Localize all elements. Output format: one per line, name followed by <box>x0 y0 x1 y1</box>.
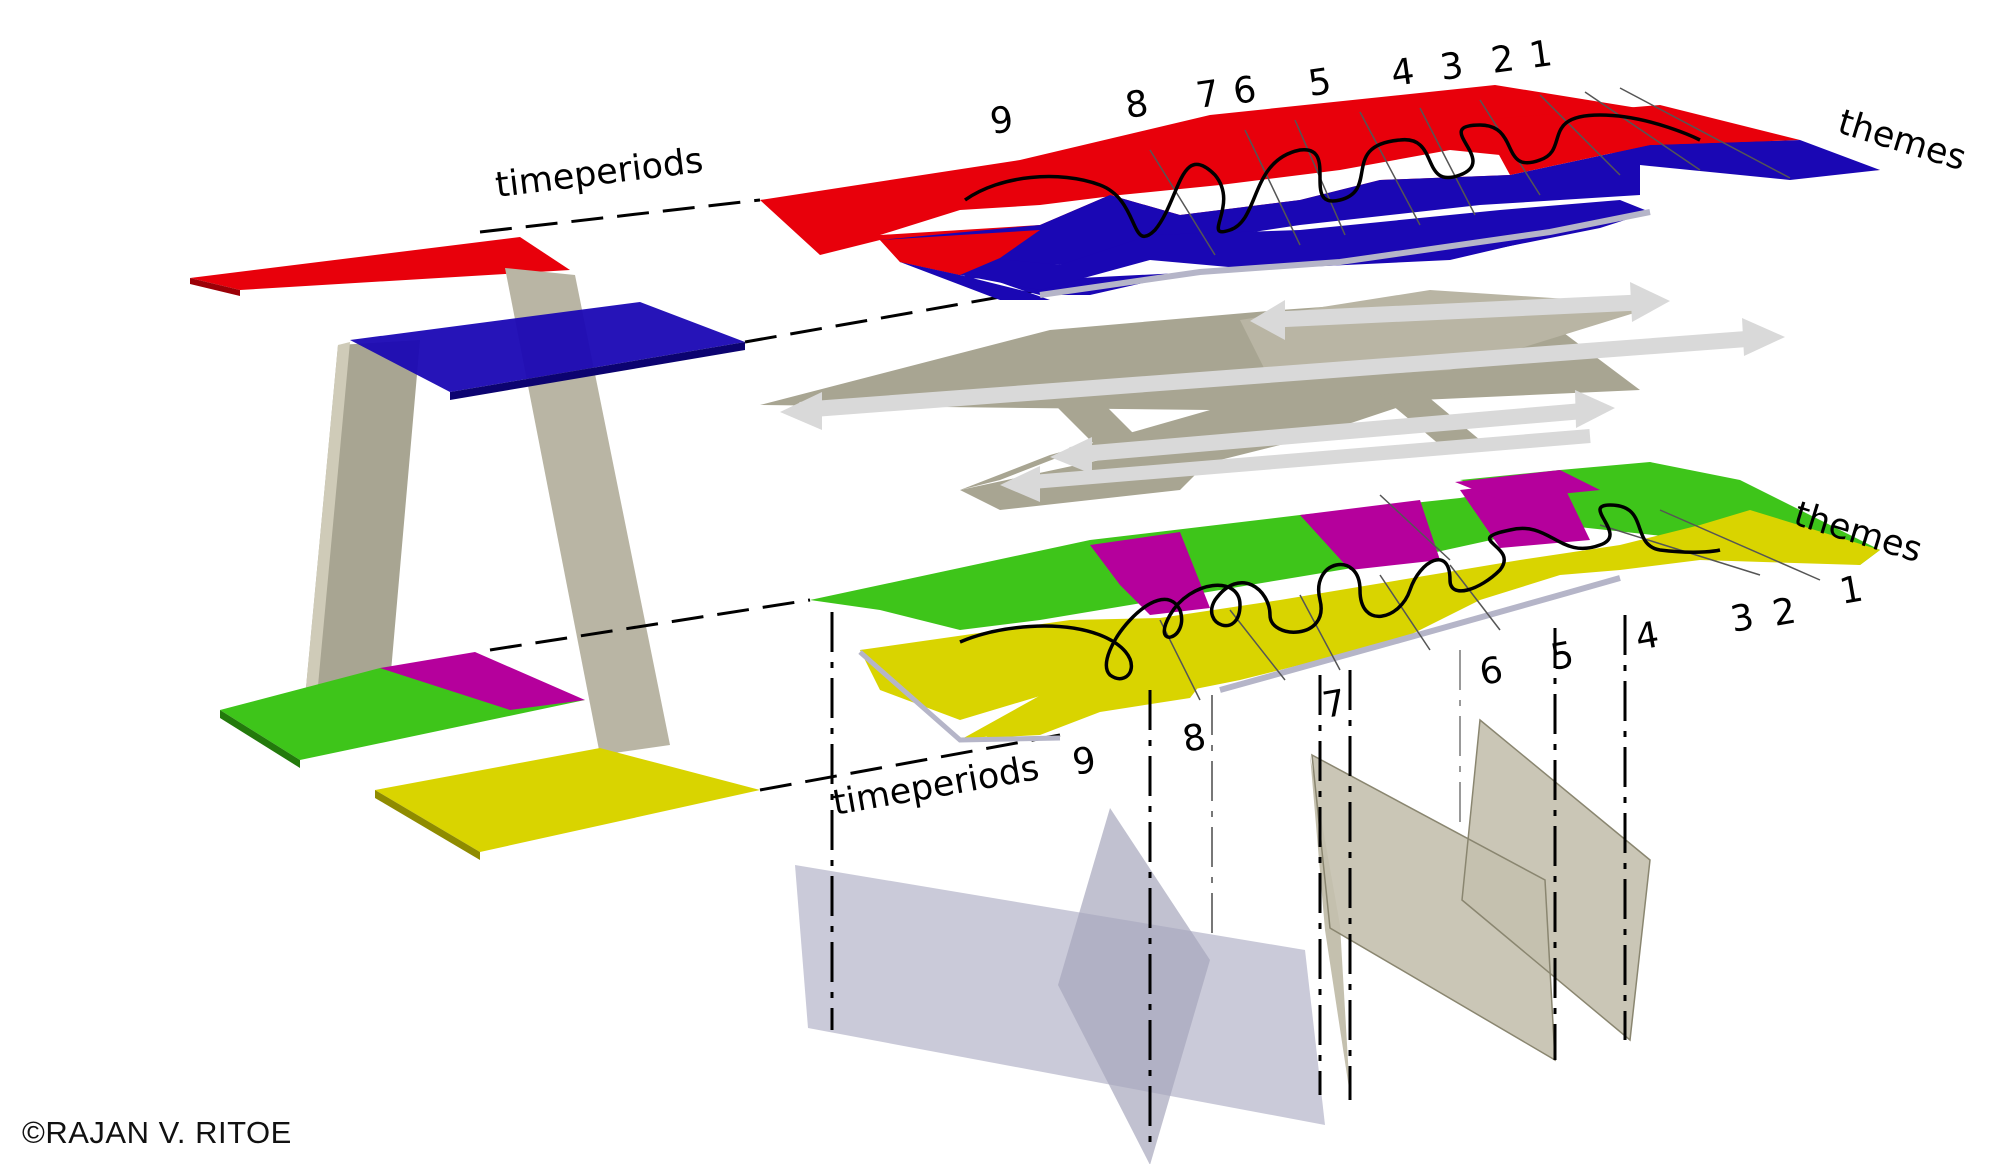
upper-sheet-underside <box>1039 209 1651 298</box>
lower-period-4: 4 <box>1632 615 1662 659</box>
upper-period-5: 5 <box>1306 61 1334 105</box>
upper-period-2: 2 <box>1489 38 1517 82</box>
tan-plane-mid <box>1312 755 1555 1060</box>
lower-sheet-underside-2 <box>858 650 1061 743</box>
lower-yellow-lower <box>860 640 1200 738</box>
lower-timeperiods-label: timeperiods <box>830 748 1043 824</box>
left-red-slab <box>190 237 570 290</box>
lower-theme-1: 1 <box>1836 569 1866 613</box>
left-red-slab-edge <box>190 278 240 296</box>
lower-magenta-4 <box>1455 470 1600 500</box>
lavender-plane-left <box>795 865 1325 1125</box>
lower-period-9: 9 <box>1069 740 1099 784</box>
upper-blue-band <box>880 140 1880 300</box>
right-pillar <box>505 268 670 755</box>
lower-theme-2: 2 <box>1769 591 1799 635</box>
left-schematic <box>190 237 760 860</box>
lower-theme-sheet <box>810 462 1880 743</box>
lower-magenta-1 <box>1090 532 1210 615</box>
left-yellow-slab <box>375 748 760 852</box>
upper-theme-sheet <box>760 85 1880 300</box>
middle-interaction-layer <box>760 282 1785 510</box>
upper-period-8: 8 <box>1123 83 1151 127</box>
lower-theme-3: 3 <box>1727 597 1757 641</box>
left-blue-slab-edge <box>450 342 745 400</box>
double-arrows <box>780 282 1785 502</box>
upper-period-1: 1 <box>1527 33 1555 77</box>
lower-sheet-underside <box>1219 575 1621 693</box>
lower-period-8: 8 <box>1179 717 1209 761</box>
lower-period-7: 7 <box>1319 683 1349 727</box>
dashed-connectors <box>479 198 1061 792</box>
upper-period-7: 7 <box>1194 73 1222 117</box>
upper-wavy-path <box>963 113 1701 239</box>
upper-red-lower-left <box>880 230 1040 275</box>
lower-period-6: 6 <box>1476 650 1506 694</box>
upper-blue-lower <box>900 200 1650 290</box>
left-pillar-face <box>300 342 350 752</box>
lavender-plane-diamond <box>1058 808 1210 1164</box>
bottom-planes <box>795 718 1651 1164</box>
copyright-notice: ©RAJAN V. RITOE <box>22 1115 292 1150</box>
left-magenta-patch <box>380 652 585 710</box>
lower-period-5: 5 <box>1547 635 1577 679</box>
left-blue-slab <box>350 302 745 392</box>
projection-lines <box>830 612 1627 1145</box>
upper-period-3: 3 <box>1438 45 1466 89</box>
upper-period-4: 4 <box>1389 51 1417 95</box>
upper-period-9: 9 <box>988 99 1016 143</box>
upper-period-6: 6 <box>1231 69 1259 113</box>
lower-wavy-path <box>959 503 1721 681</box>
upper-red-overlap <box>1480 105 1800 175</box>
upper-timeperiods-label: timeperiods <box>493 141 705 206</box>
left-green-slab-edge <box>220 710 300 768</box>
left-yellow-slab-edge <box>375 790 480 860</box>
